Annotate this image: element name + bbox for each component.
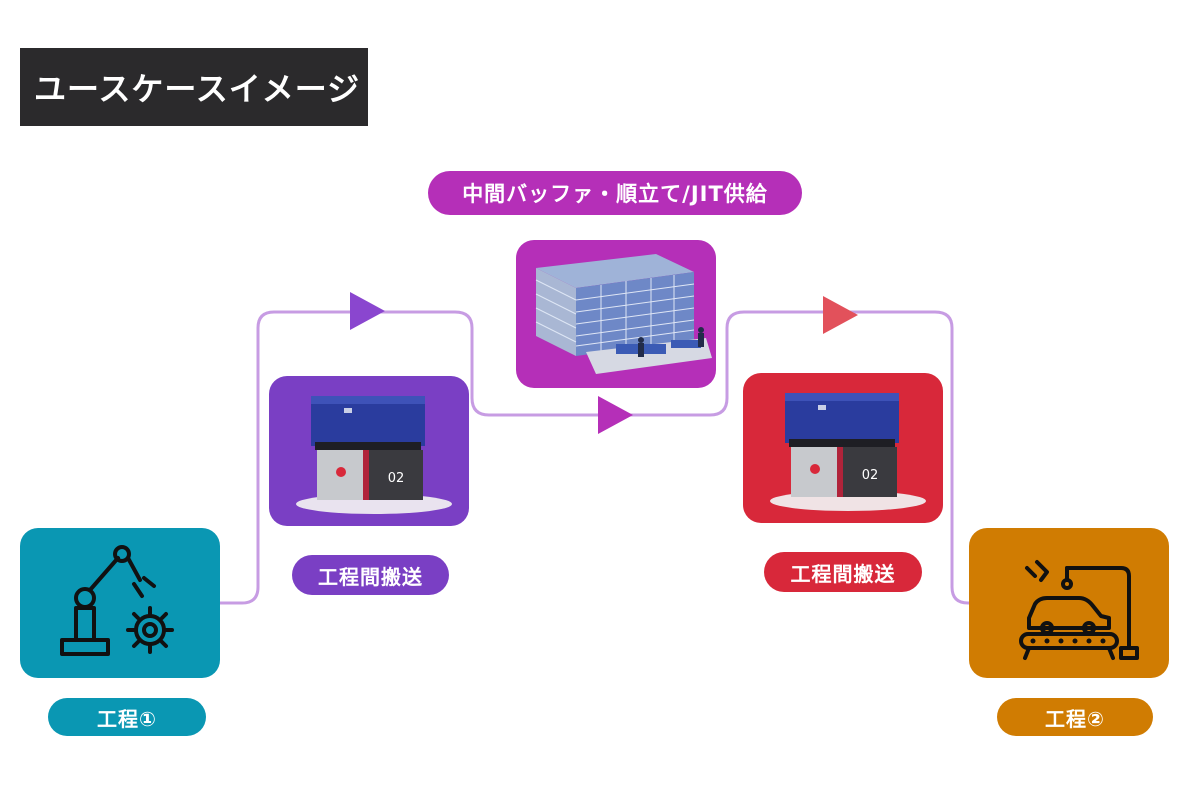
- transport-robot-card-left: 02: [269, 376, 469, 526]
- amr-robot-icon: 02: [770, 393, 926, 511]
- transport-robot-card-right: 02: [743, 373, 943, 523]
- warehouse-rack-icon: [535, 254, 712, 374]
- arrow-right-icon: [823, 296, 858, 334]
- process1-card: [20, 528, 220, 678]
- amr-robot-icon: 02: [296, 396, 452, 514]
- process2-label: 工程②: [997, 698, 1153, 736]
- buffer-label: 中間バッファ・順立て/JIT供給: [428, 171, 802, 215]
- car-assembly-icon: [1019, 560, 1139, 660]
- buffer-warehouse-card: [516, 240, 716, 388]
- arrow-right-icon: [598, 396, 633, 434]
- arrow-right-icon: [350, 292, 385, 330]
- robot-arm-gear-icon: [60, 545, 174, 656]
- process1-label: 工程①: [48, 698, 206, 736]
- transport-label-right: 工程間搬送: [764, 552, 922, 592]
- process2-card: [969, 528, 1169, 678]
- page-title: ユースケースイメージ: [20, 48, 368, 126]
- robot-number-label: 02: [862, 468, 879, 483]
- transport-label-left: 工程間搬送: [292, 555, 449, 595]
- robot-number-label: 02: [388, 471, 405, 486]
